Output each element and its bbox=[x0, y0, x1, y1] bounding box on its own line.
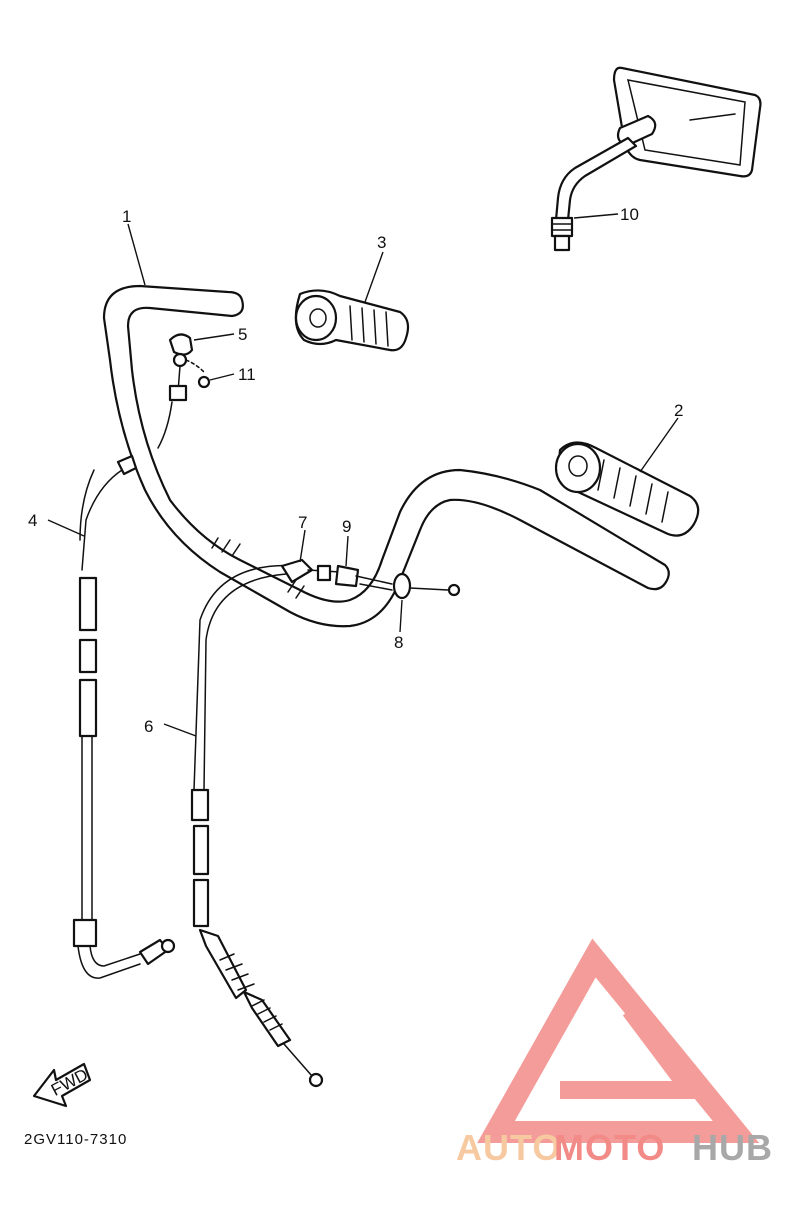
part-label-7: 7 bbox=[298, 513, 307, 532]
brand-auto: AUTO bbox=[456, 1127, 561, 1168]
part-label-3: 3 bbox=[377, 233, 386, 252]
part-label-8: 8 bbox=[394, 633, 403, 652]
part-label-4: 4 bbox=[28, 511, 37, 530]
part-label-9: 9 bbox=[342, 517, 351, 536]
part-label-10: 10 bbox=[620, 205, 639, 224]
part-label-2: 2 bbox=[674, 401, 683, 420]
brand-moto: MOTO bbox=[554, 1127, 665, 1168]
handlebar bbox=[102, 284, 670, 628]
brand-hub: HUB bbox=[692, 1127, 773, 1168]
leader-lines bbox=[47, 213, 679, 737]
grip-right bbox=[554, 441, 700, 537]
part-label-11: 11 bbox=[238, 365, 256, 384]
cable-holder bbox=[157, 333, 211, 449]
diagram-code: 2GV110-7310 bbox=[24, 1131, 127, 1148]
part-label-6: 6 bbox=[144, 717, 153, 736]
part-label-1: 1 bbox=[122, 207, 131, 226]
watermark-logo bbox=[477, 938, 760, 1143]
clutch-cable bbox=[72, 454, 176, 979]
cable-adjuster bbox=[280, 558, 461, 600]
grip-left bbox=[294, 289, 410, 352]
throttle-cable bbox=[190, 564, 324, 1088]
fwd-arrow-icon: FWD bbox=[32, 1062, 91, 1108]
mirror bbox=[550, 66, 762, 252]
part-label-5: 5 bbox=[238, 325, 247, 344]
